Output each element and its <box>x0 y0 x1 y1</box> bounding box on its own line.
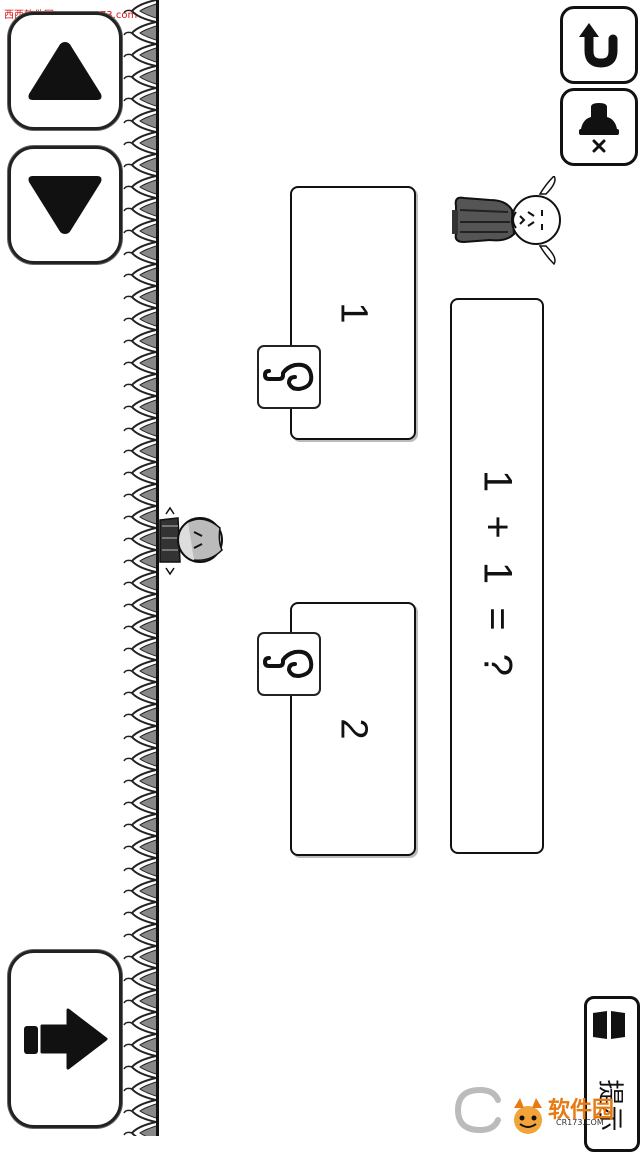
ground-line <box>156 0 159 1136</box>
move-down-button[interactable] <box>8 146 122 264</box>
brand-text: 软件园 <box>548 1098 615 1123</box>
grass-border <box>122 0 158 1136</box>
hint-book-button[interactable]: 提示 <box>584 996 640 1152</box>
move-up-button[interactable] <box>8 12 122 130</box>
answer-hint-button-1[interactable] <box>257 345 321 409</box>
answer-label: 1 <box>332 302 375 324</box>
undo-arrow-icon <box>579 23 618 68</box>
player-character <box>159 506 223 576</box>
question-bubble: 1 + 1 = ? <box>450 298 544 854</box>
brand-url: CR173.COM <box>556 1118 604 1127</box>
question-mark-icon <box>263 649 314 678</box>
question-text: 1 + 1 = ? <box>475 470 520 682</box>
brand-logo <box>455 1086 542 1134</box>
book-icon <box>593 1011 625 1039</box>
bell-off-icon <box>579 103 619 153</box>
undo-button[interactable] <box>560 6 638 84</box>
npc-character <box>452 176 561 266</box>
answer-hint-button-2[interactable] <box>257 632 321 696</box>
triangle-down-icon <box>28 176 102 234</box>
triangle-up-icon <box>28 42 102 100</box>
mute-button[interactable] <box>560 88 638 166</box>
action-button[interactable] <box>8 950 122 1128</box>
answer-label: 2 <box>332 718 375 740</box>
question-mark-icon <box>263 362 314 391</box>
arrow-right-icon <box>24 1008 108 1070</box>
